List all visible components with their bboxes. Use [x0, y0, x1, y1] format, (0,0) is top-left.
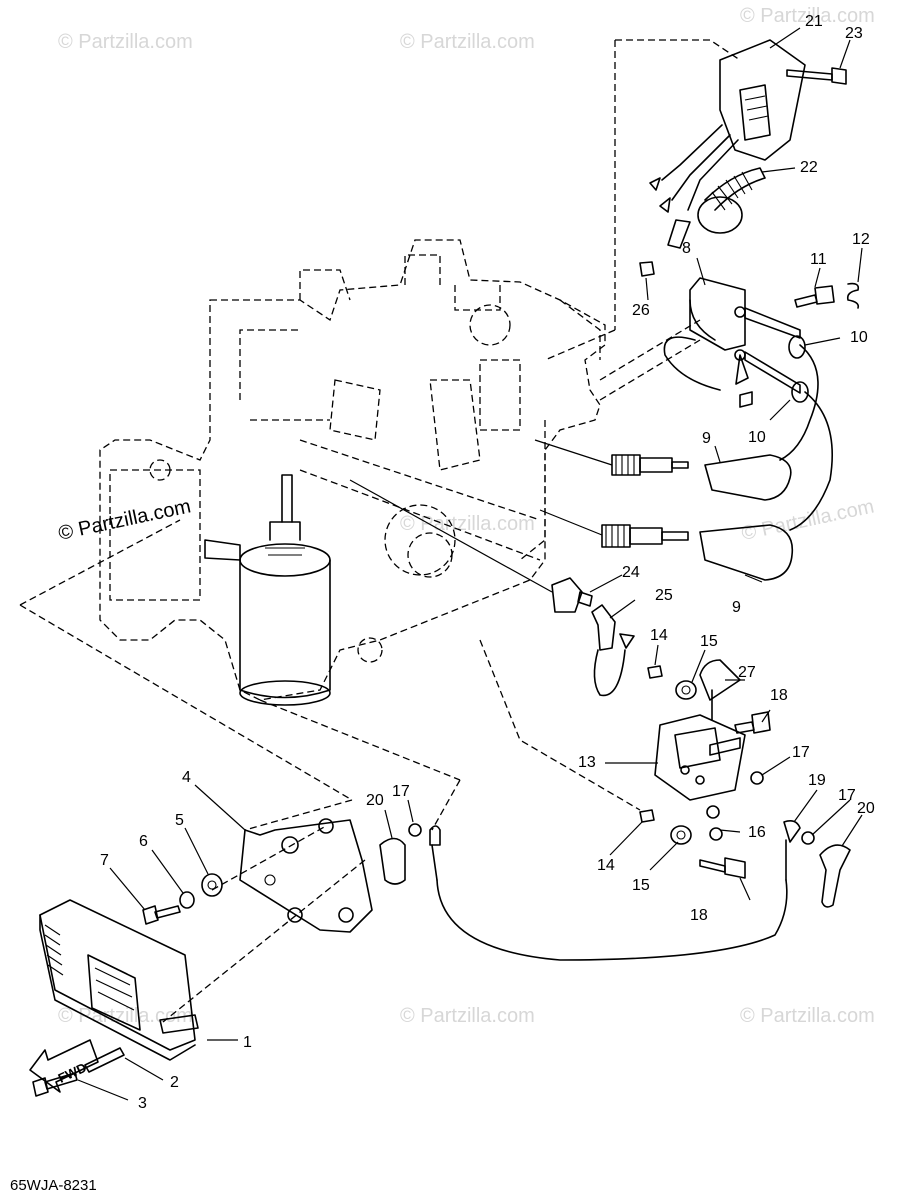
leader [539, 509, 603, 536]
watermark-dark: © Partzilla.com [56, 495, 192, 545]
thermo-switch [551, 577, 593, 613]
callout-8: 8 [682, 240, 691, 257]
callout-7: 7 [100, 852, 109, 869]
plug-cap-10 [788, 335, 809, 403]
connection-lines [19, 39, 741, 1023]
callout-17-right: 17 [792, 744, 810, 761]
cdi-unit [649, 39, 806, 249]
callout-20-left: 20 [366, 792, 384, 809]
watermark: © Partzilla.com [740, 496, 876, 546]
callouts: 1 2 3 4 5 6 7 8 9 9 10 10 11 12 13 14 14… [100, 13, 875, 1112]
nut-17-right [750, 771, 764, 785]
plug-lead-upper [704, 344, 819, 501]
grommet-5 [201, 873, 223, 897]
washer-6 [179, 891, 195, 909]
callout-15-upper: 15 [700, 633, 718, 650]
nut-17-left [408, 823, 422, 837]
callout-12: 12 [852, 231, 870, 248]
relay-bolt-upper [734, 711, 771, 734]
grommet-15-upper [675, 680, 697, 700]
callout-18-upper: 18 [770, 687, 788, 704]
gasket-plate-4 [239, 818, 373, 933]
callout-17-left: 17 [392, 783, 410, 800]
callout-9-lower: 9 [732, 599, 741, 616]
thermo-cap [591, 604, 635, 697]
watermark: © Partzilla.com [400, 31, 535, 53]
callout-10-upper: 10 [850, 329, 868, 346]
relay-bolt-lower [699, 857, 746, 879]
grommet-15-lower [670, 825, 692, 845]
coil-bolt [794, 285, 835, 308]
callout-14-upper: 14 [650, 627, 668, 644]
battery-cable [436, 879, 788, 961]
relay-bracket [699, 659, 741, 721]
callout-15-lower: 15 [632, 877, 650, 894]
callout-9-upper: 9 [702, 430, 711, 447]
diagram-code: 65WJA-8231 [10, 1177, 97, 1194]
callout-13: 13 [578, 754, 596, 771]
cdi-bolt [786, 67, 847, 85]
collar-2 [84, 1047, 125, 1073]
callout-14-lower: 14 [597, 857, 615, 874]
leader [349, 479, 553, 593]
watermark: © Partzilla.com [58, 1005, 193, 1027]
starter-motor [204, 474, 331, 706]
cable-terminal-left [429, 825, 441, 881]
engine-block [99, 239, 606, 701]
callout-17-far: 17 [838, 787, 856, 804]
callout-6: 6 [139, 833, 148, 850]
callout-1: 1 [243, 1034, 252, 1051]
watermark: © Partzilla.com [400, 1005, 535, 1027]
nut-17-far [801, 831, 815, 845]
callout-16: 16 [748, 824, 766, 841]
spark-plug-upper [611, 454, 689, 476]
nut-16 [706, 805, 723, 841]
clip-26 [639, 261, 655, 277]
callout-2: 2 [170, 1074, 179, 1091]
terminal-cap-right [819, 844, 851, 908]
coil-strap [697, 167, 766, 234]
callout-10-lower: 10 [748, 429, 766, 446]
rectifier-regulator [39, 899, 199, 1061]
callout-21: 21 [805, 13, 823, 30]
ignition-coil [689, 277, 801, 394]
callout-23: 23 [845, 25, 863, 42]
watermark: © Partzilla.com [58, 31, 193, 53]
wire-clip [846, 282, 860, 309]
callout-11: 11 [810, 251, 827, 268]
callout-4: 4 [182, 769, 191, 786]
callout-20-right: 20 [857, 800, 875, 817]
coil-wire [663, 336, 721, 391]
coil-arrow [735, 354, 749, 385]
terminal-cap-left [379, 837, 406, 885]
watermark: © Partzilla.com [740, 1005, 875, 1027]
bolt-3 [32, 1072, 78, 1097]
callout-27: 27 [738, 664, 756, 681]
collar-14-upper [647, 665, 663, 679]
callout-25: 25 [655, 587, 673, 604]
watermark: © Partzilla.com [400, 513, 535, 535]
spark-plug-lower [601, 524, 689, 548]
callout-26: 26 [632, 302, 650, 319]
leaders [77, 27, 863, 1101]
plug-lead-lower [699, 391, 833, 581]
starter-relay [654, 714, 746, 801]
callout-18-lower: 18 [690, 907, 708, 924]
coil-connector [739, 391, 753, 408]
callout-22: 22 [800, 159, 818, 176]
collar-14-lower [639, 809, 655, 823]
cable-terminal-right [783, 820, 801, 881]
callout-3: 3 [138, 1095, 147, 1112]
watermarks: © Partzilla.com © Partzilla.com © Partzi… [58, 5, 876, 1027]
callout-24: 24 [622, 564, 640, 581]
callout-5: 5 [175, 812, 184, 829]
bolt-7 [142, 905, 181, 925]
callout-19: 19 [808, 772, 826, 789]
leader [534, 439, 613, 466]
watermark: © Partzilla.com [740, 5, 875, 27]
